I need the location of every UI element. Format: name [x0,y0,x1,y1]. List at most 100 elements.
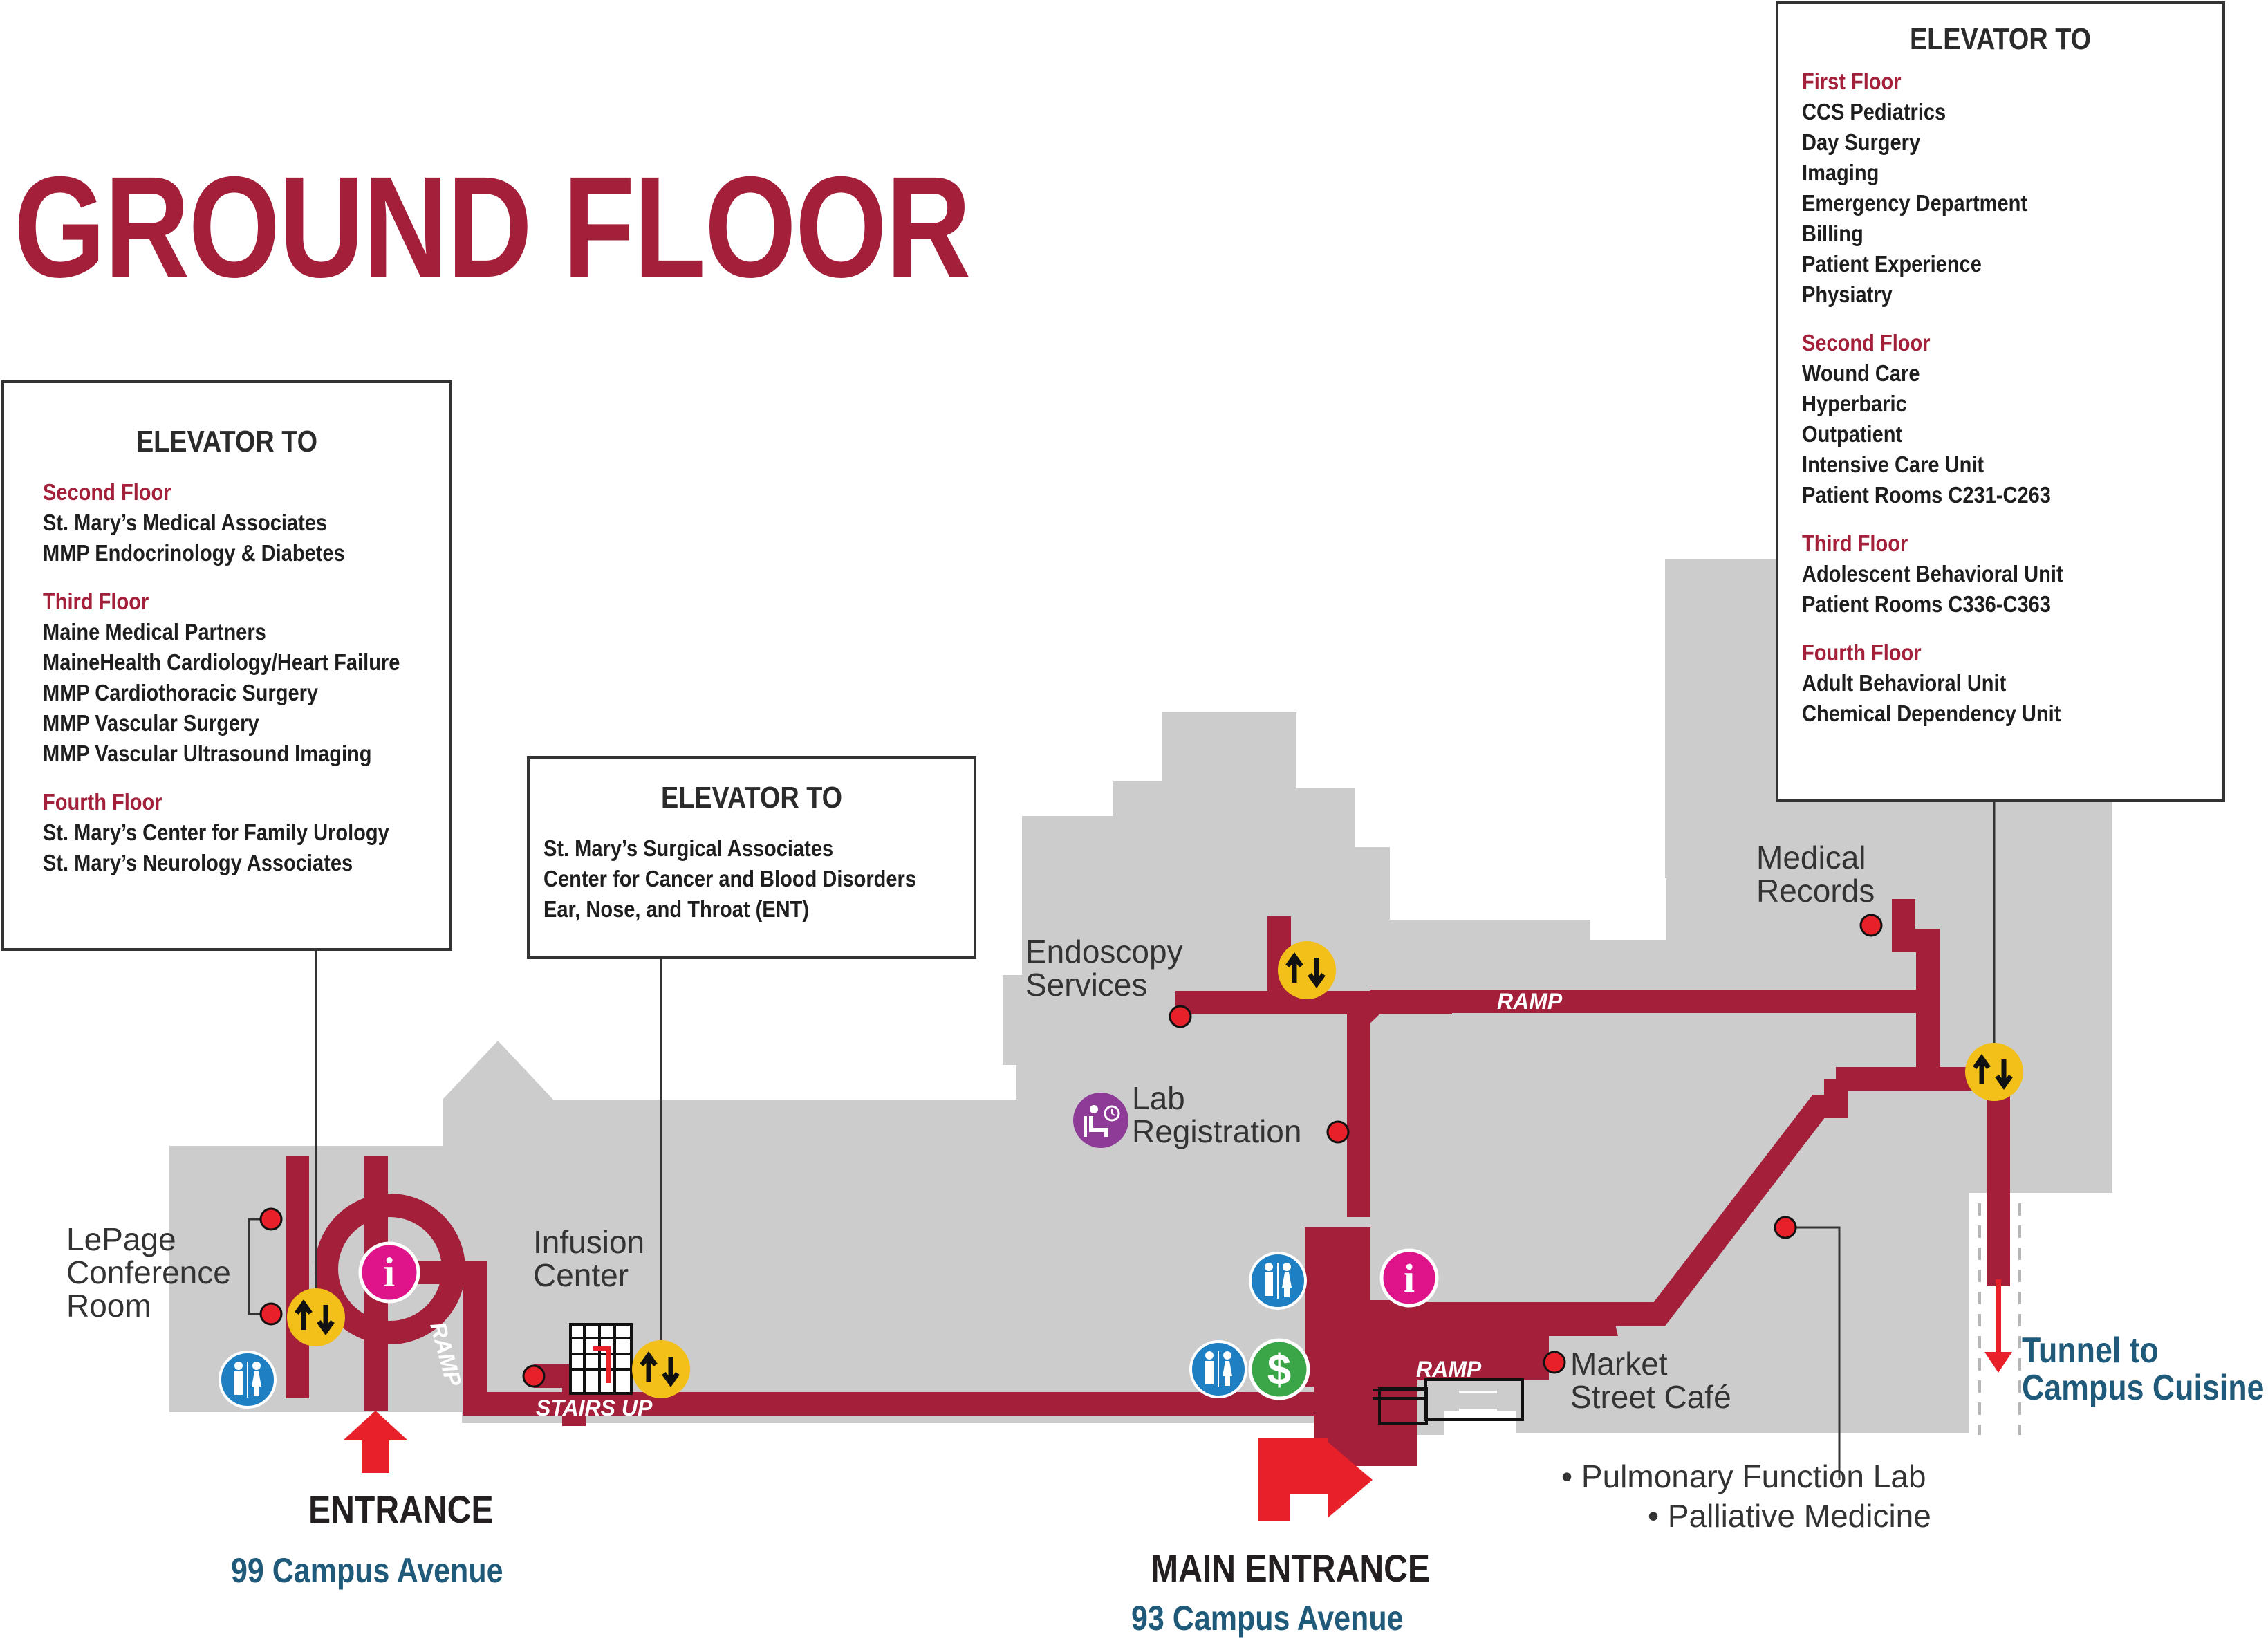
elevator-directory-right: ELEVATOR TO First Floor CCS Pediatrics D… [1776,1,2225,802]
endoscopy-services-label: Endoscopy Services [1025,935,1183,1001]
entrance-label: ENTRANCE [308,1487,494,1531]
department-item: Physiatry [1802,281,1893,307]
label-line: Center [533,1257,629,1293]
restroom-icon [1189,1340,1247,1398]
label-line: Tunnel to [2022,1331,2159,1371]
svg-text:i: i [1404,1256,1415,1301]
elevator-heading: ELEVATOR TO [1909,22,2092,56]
restroom-icon [1249,1252,1307,1310]
department-item: Adolescent Behavioral Unit [1802,561,2063,586]
tunnel-dashes [1978,1203,2021,1435]
department-item: MMP Cardiothoracic Surgery [43,680,319,705]
information-icon: i [1379,1248,1439,1308]
department-item: Patient Experience [1802,251,1982,277]
elevator-up-down-icon [1965,1043,2023,1101]
pulmonary-function-lab-label: • Pulmonary Function Lab [1561,1458,1926,1494]
marker-lepage-1 [259,1207,283,1231]
department-item: Center for Cancer and Blood Disorders [543,866,916,891]
label-line: Street Café [1570,1379,1731,1415]
information-icons: i i [358,1241,1439,1308]
department-item: Day Surgery [1802,129,1921,155]
department-item: Intensive Care Unit [1802,452,1984,477]
market-street-cafe-label: Market Street Café [1570,1347,1731,1413]
marker-records [1859,914,1883,937]
department-item: Adult Behavioral Unit [1802,670,2007,696]
elevator-heading: ELEVATOR TO [136,425,318,458]
elevator-up-down-icon [1278,941,1336,999]
main-entrance-address: 93 Campus Avenue [1131,1599,1404,1638]
label-line: Endoscopy [1025,934,1183,970]
marker-lab [1326,1120,1350,1144]
location-markers [259,914,1883,1388]
restroom-icon [219,1351,277,1409]
main-entrance-label: MAIN ENTRANCE [1151,1546,1430,1590]
label-line: Room [66,1288,151,1324]
floor-label: Third Floor [1802,530,1908,556]
label-line: LePage [66,1221,176,1257]
department-item: Chemical Dependency Unit [1802,701,2061,726]
label-line: Palliative Medicine [1667,1498,1931,1534]
label-line: Market [1570,1346,1668,1382]
elevator-up-down-icon [287,1288,345,1346]
floor-section: Second Floor Wound Care Hyperbaric Outpa… [1802,328,2172,510]
department-item: Hyperbaric [1802,391,1907,416]
stairs-up-label: STAIRS UP [536,1396,653,1420]
label-line: Infusion [533,1224,645,1260]
ramp-label: RAMP [1416,1357,1482,1382]
ramp-indicator [1373,1378,1524,1425]
main-entrance-arrow [1258,1438,1373,1521]
leader-lines [248,802,1996,1480]
label-line: Campus Cuisine [2022,1368,2265,1408]
department-item: CCS Pediatrics [1802,99,1946,124]
entrance-address: 99 Campus Avenue [231,1551,503,1590]
floor-label: Second Floor [43,479,171,505]
elevator-up-down-icon [632,1340,690,1398]
department-item: St. Mary’s Center for Family Urology [43,819,389,845]
label-line: Lab [1132,1080,1185,1116]
label-line: Records [1756,873,1875,909]
department-item: Outpatient [1802,421,1903,447]
elevator-directory-middle: ELEVATOR TO St. Mary’s Surgical Associat… [527,756,976,959]
floor-label: First Floor [1802,68,1902,94]
entrance-arrow [343,1411,408,1473]
tunnel-arrow [1984,1279,2012,1373]
floor-label: Third Floor [43,588,149,614]
department-item: Patient Rooms C336-C363 [1802,591,2051,617]
marker-endoscopy [1169,1005,1192,1028]
page-title: GROUND FLOOR [14,147,971,308]
floor-section: Third Floor Adolescent Behavioral Unit P… [1802,528,2172,620]
marker-pulmonary [1774,1216,1797,1239]
main-entrance-hub [1305,1227,1618,1466]
lab-registration-label: Lab Registration [1132,1082,1301,1148]
department-item: Wound Care [1802,360,1920,386]
tunnel-to-campus-cuisine-label: Tunnel to Campus Cuisine [2022,1332,2264,1407]
department-item: MaineHealth Cardiology/Heart Failure [43,649,400,675]
department-item: MMP Vascular Ultrasound Imaging [43,741,372,766]
marker-lepage-2 [259,1302,283,1326]
floor-section: Third Floor Maine Medical Partners Maine… [43,586,400,769]
elevator-directory-left: ELEVATOR TO Second Floor St. Mary’s Medi… [1,380,452,951]
department-item: St. Mary’s Medical Associates [43,510,328,535]
floor-section: Fourth Floor Adult Behavioral Unit Chemi… [1802,638,2172,729]
building-footprint [169,332,2112,1435]
floor-section: Second Floor St. Mary’s Medical Associat… [43,477,400,568]
department-item: Imaging [1802,160,1879,185]
floor-section: First Floor CCS Pediatrics Day Surgery I… [1802,66,2172,310]
department-item: St. Mary’s Neurology Associates [43,850,353,875]
waiting-room-icon [1073,1093,1128,1148]
label-line: Registration [1132,1113,1302,1149]
department-item: MMP Endocrinology & Diabetes [43,540,345,566]
floor-section: Fourth Floor St. Mary’s Center for Famil… [43,787,400,878]
information-icon: i [358,1241,420,1304]
floor-label: Fourth Floor [43,789,162,815]
dollar-atm-icon: $ [1248,1338,1310,1400]
department-item: St. Mary’s Surgical Associates [543,835,834,861]
elevator-icons [287,941,2023,1398]
department-item: Maine Medical Partners [43,619,266,645]
label-line: Pulmonary Function Lab [1581,1458,1926,1494]
department-item: Ear, Nose, and Throat (ENT) [543,896,810,922]
elevator-list: First Floor CCS Pediatrics Day Surgery I… [1802,66,2172,729]
marker-infusion [522,1364,546,1388]
lepage-conference-room-label: LePage Conference Room [66,1223,231,1322]
